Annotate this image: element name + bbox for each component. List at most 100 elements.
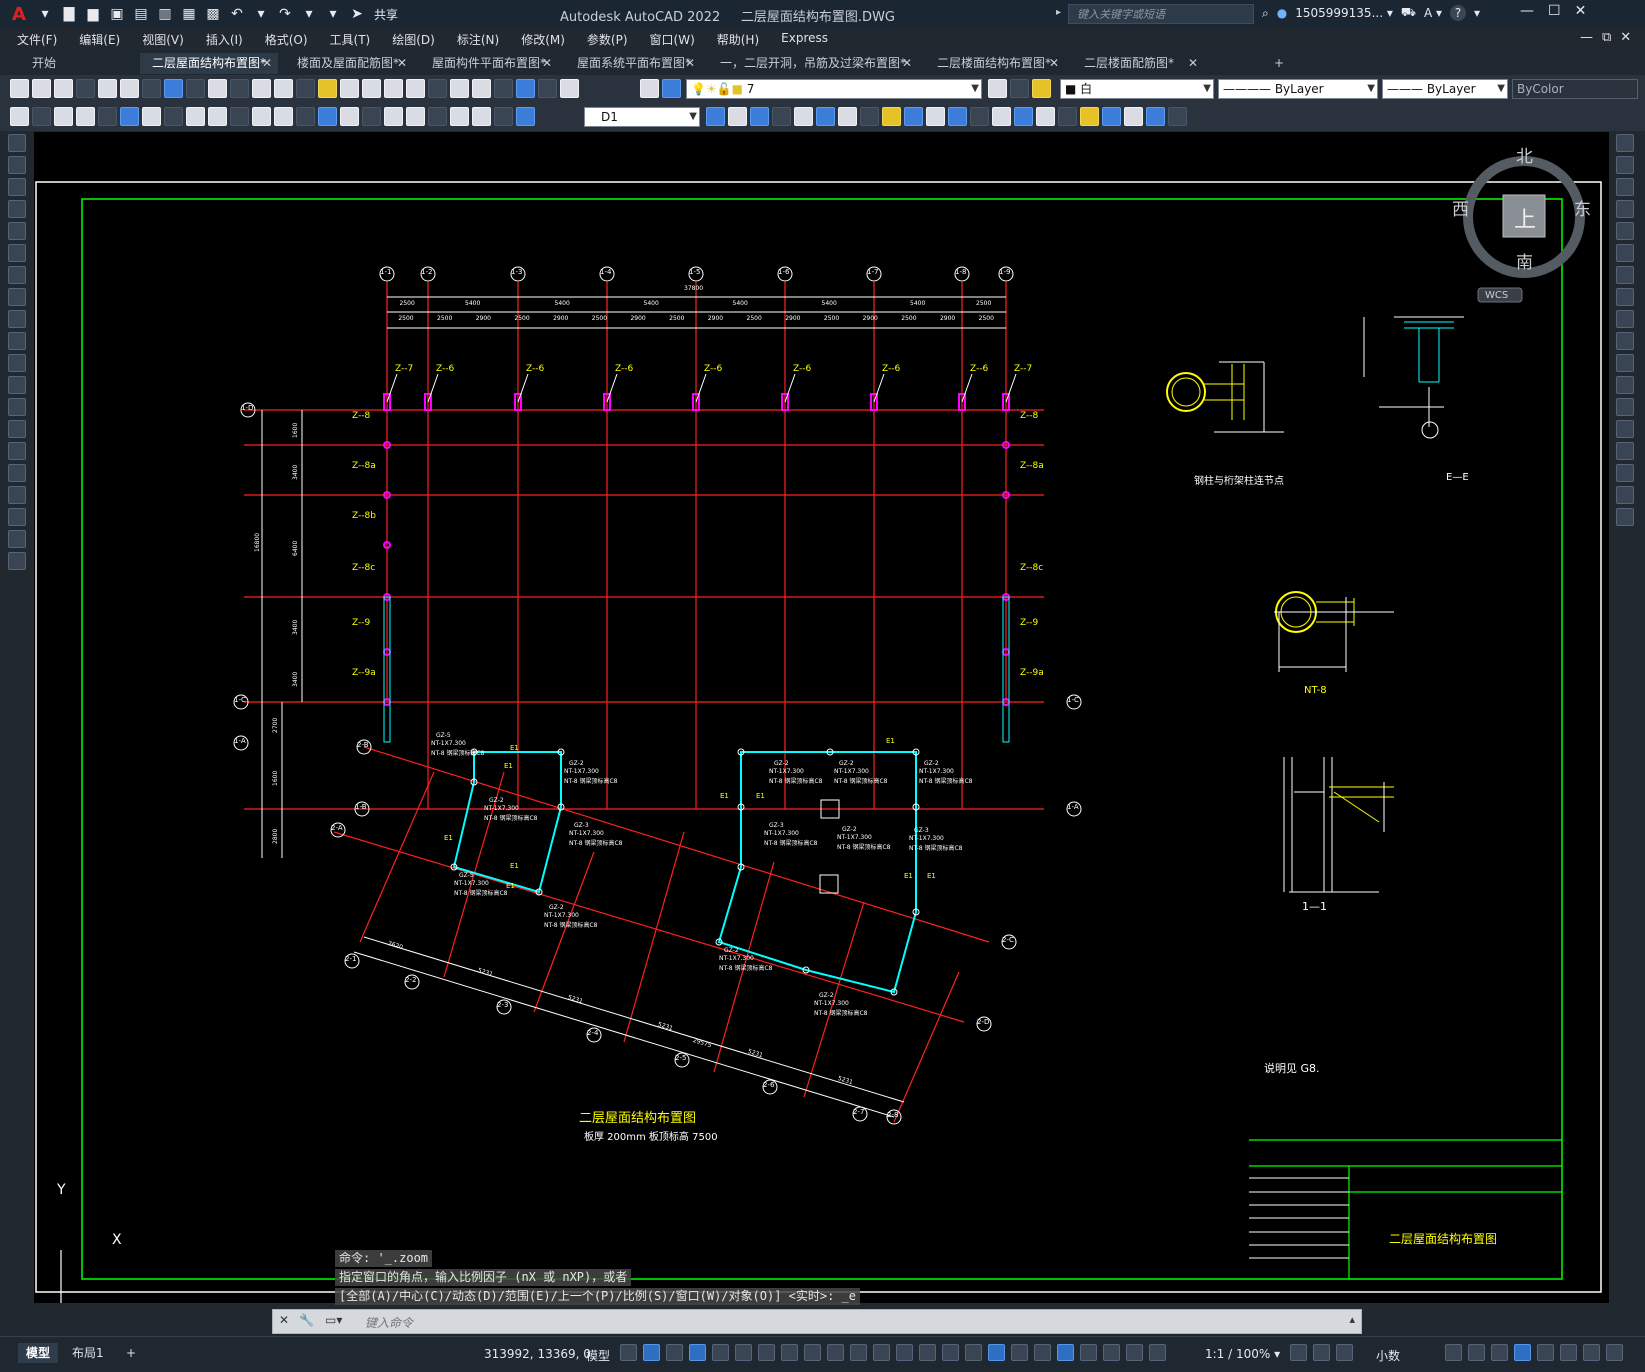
standard-tool-icon[interactable] [340,79,359,98]
status-toggle-icon[interactable] [1313,1344,1330,1361]
menu-item[interactable]: 修改(M) [521,33,565,47]
doc-close-icon[interactable]: ✕ [1620,30,1632,45]
command-close-icon[interactable]: ✕ [279,1313,290,1327]
share-icon[interactable]: ➤ [351,6,363,22]
standard-tool-icon[interactable] [428,79,447,98]
standard-tool-icon[interactable] [362,79,381,98]
status-toggle-icon[interactable] [827,1344,844,1361]
a360-icon[interactable]: A ▾ [1423,6,1443,20]
draw-tool-icon[interactable] [8,200,26,218]
standard-tool-icon[interactable] [32,79,51,98]
modify-tool-icon[interactable] [1616,376,1634,394]
dimension-tool-icon[interactable] [120,107,139,126]
menu-item[interactable]: 参数(P) [586,33,628,47]
standard-tool-icon[interactable] [10,79,29,98]
menu-item[interactable]: 工具(T) [329,33,371,47]
draw-tool-icon[interactable] [8,420,26,438]
modify-tool-icon[interactable] [1616,420,1634,438]
undo-icon[interactable]: ↶ [231,6,243,22]
layout-tab[interactable]: + [126,1346,137,1360]
draw-tool-icon[interactable] [8,266,26,284]
help-dropdown-icon[interactable]: ▾ [1474,6,1481,20]
command-prompt-icon[interactable]: ▭▾ [325,1313,343,1327]
status-toggle-icon[interactable] [689,1344,706,1361]
undo-dropdown-icon[interactable]: ▾ [257,6,265,22]
status-toggle-icon[interactable] [758,1344,775,1361]
standard-tool-icon[interactable] [252,79,271,98]
close-icon[interactable]: ✕ [1574,3,1587,19]
layout-tab[interactable]: 模型 [18,1343,59,1363]
dimension-tool-icon[interactable] [450,107,469,126]
status-toggle-icon[interactable] [1491,1344,1508,1361]
tab-close-icon[interactable]: ✕ [396,56,407,70]
draw-tool-icon[interactable] [8,288,26,306]
help-icon[interactable]: ? [1450,5,1467,21]
dimension-tool-icon[interactable] [208,107,227,126]
standard-tool-icon[interactable] [120,79,139,98]
standard-tool-icon[interactable] [450,79,469,98]
command-input[interactable] [363,1313,1267,1332]
draw-tool-icon[interactable] [8,552,26,570]
standard-tool-icon[interactable] [98,79,117,98]
tab-close-icon[interactable]: ✕ [684,56,695,70]
draw-tool-icon[interactable] [8,178,26,196]
standard-tool-icon[interactable] [142,79,161,98]
dimension-tool-icon[interactable] [32,107,51,126]
save-icon[interactable]: ▣ [110,6,124,22]
tab-close-icon[interactable]: ✕ [1187,56,1198,70]
maximize-icon[interactable]: ☐ [1548,3,1561,19]
draw-tool-icon[interactable] [8,508,26,526]
status-toggle-icon[interactable] [620,1344,637,1361]
modify-tool-icon[interactable] [1146,107,1165,126]
status-toggle-icon[interactable] [1560,1344,1577,1361]
status-toggle-icon[interactable] [1336,1344,1353,1361]
open-web-icon[interactable]: ▥ [158,6,172,22]
dimension-tool-icon[interactable] [362,107,381,126]
lineweight-combo[interactable]: ——— ByLayer▼ [1382,79,1508,99]
help-search-input[interactable]: 键入关键字或短语 [1068,4,1254,24]
modify-tool-icon[interactable] [948,107,967,126]
dimension-tool-icon[interactable] [296,107,315,126]
modify-tool-icon[interactable] [1616,354,1634,372]
command-customize-icon[interactable]: 🔧 [299,1313,314,1327]
modify-tool-icon[interactable] [882,107,901,126]
status-toggle-icon[interactable] [643,1344,660,1361]
file-tab[interactable]: 屋面系统平面布置图*✕ [565,53,701,74]
status-toggle-icon[interactable] [666,1344,683,1361]
modify-tool-icon[interactable] [706,107,725,126]
standard-tool-icon[interactable] [296,79,315,98]
layer-state-icon[interactable] [1032,79,1051,98]
cart-icon[interactable]: ⛟ [1400,5,1416,19]
viewcube-north[interactable]: 北 [1516,147,1533,167]
viewcube-south[interactable]: 南 [1516,253,1533,273]
standard-tool-icon[interactable] [384,79,403,98]
standard-tool-icon[interactable] [318,79,337,98]
status-toggle-icon[interactable] [735,1344,752,1361]
draw-tool-icon[interactable] [8,530,26,548]
layer-tool-icon[interactable] [662,79,681,98]
standard-tool-icon[interactable] [560,79,579,98]
redo-icon[interactable]: ↷ [279,6,291,22]
dimension-tool-icon[interactable] [472,107,491,126]
viewcube-top-face[interactable]: 上 [1514,208,1537,233]
viewcube-wcs[interactable]: WCS [1485,290,1509,301]
customize-qat-icon[interactable]: ▾ [329,6,337,22]
search-icon[interactable]: ⌕ [1262,5,1269,20]
modify-tool-icon[interactable] [1616,156,1634,174]
draw-tool-icon[interactable] [8,244,26,262]
share-button[interactable]: 共享 [374,7,399,22]
draw-tool-icon[interactable] [8,156,26,174]
status-toggle-icon[interactable] [896,1344,913,1361]
standard-tool-icon[interactable] [208,79,227,98]
status-toggle-icon[interactable] [1034,1344,1051,1361]
dimension-tool-icon[interactable] [384,107,403,126]
modify-tool-icon[interactable] [1616,200,1634,218]
status-toggle-icon[interactable] [1468,1344,1485,1361]
layer-state-icon[interactable] [1010,79,1029,98]
status-toggle-icon[interactable] [1290,1344,1307,1361]
dimstyle-combo[interactable]: D1▼ [584,107,700,127]
app-menu-arrow-icon[interactable]: ▾ [41,6,49,22]
modify-tool-icon[interactable] [1616,310,1634,328]
modify-tool-icon[interactable] [772,107,791,126]
status-toggle-icon[interactable] [1514,1344,1531,1361]
